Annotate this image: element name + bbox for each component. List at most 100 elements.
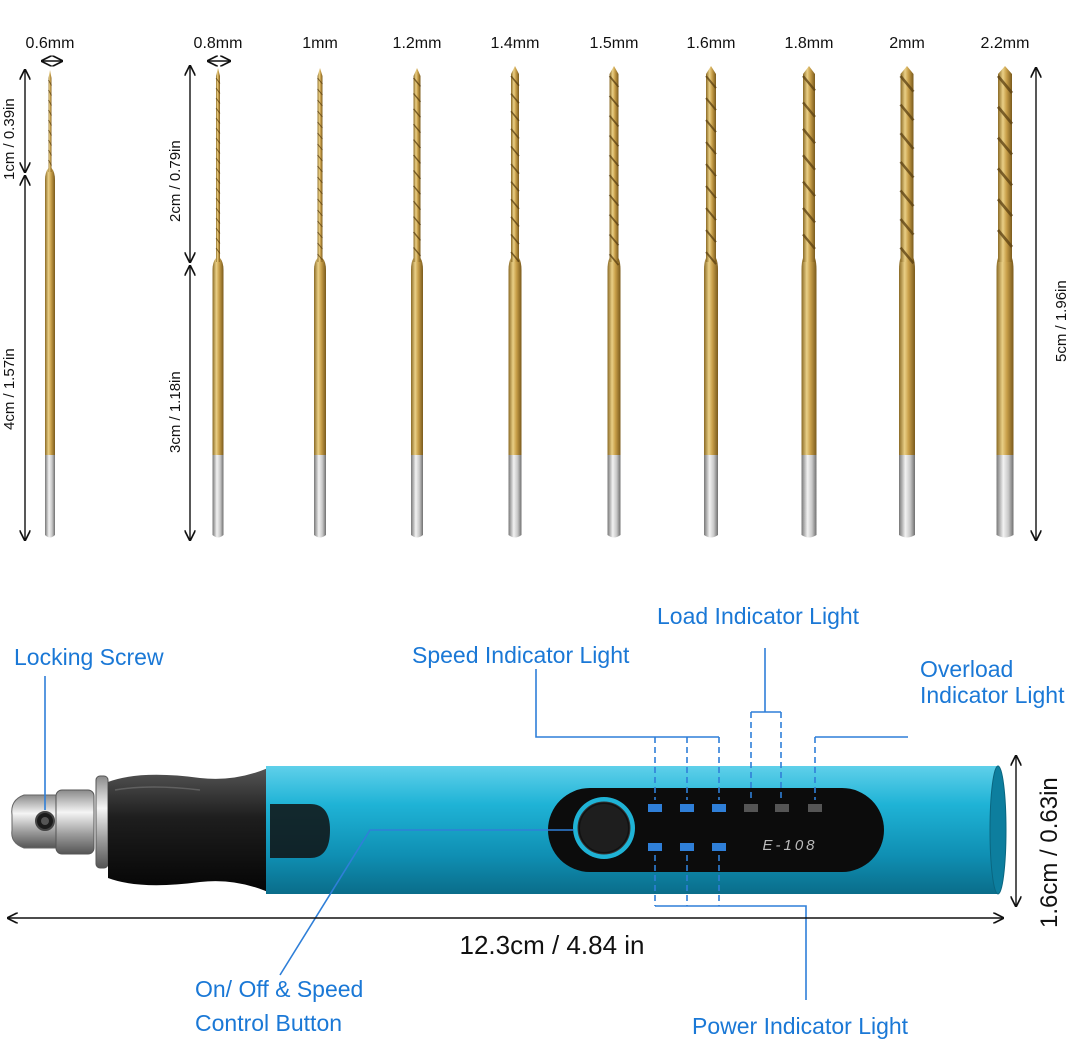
power-indicator-light [648, 843, 662, 851]
flute-spiral [317, 77, 323, 85]
drill-bit [996, 66, 1014, 538]
flute-spiral [317, 99, 323, 107]
flute-spiral [510, 93, 520, 104]
flute-spiral [899, 189, 915, 207]
drill-bit [899, 66, 915, 538]
flute-spiral [705, 229, 717, 243]
flute-spiral [412, 200, 422, 211]
onoff-button-label: On/ Off & Speed [195, 976, 363, 1002]
flute-spiral [608, 75, 620, 88]
flute-spiral [48, 149, 52, 156]
flute-spiral [608, 95, 620, 108]
power-indicator-label: Power Indicator Light [692, 1013, 909, 1039]
drill-bit [45, 70, 55, 538]
drill-bit-end [411, 455, 423, 538]
drill-bit-shank [899, 258, 915, 455]
flute-spiral [510, 75, 520, 87]
overload-indicator-label: Indicator Light [920, 682, 1065, 708]
flute-spiral [412, 77, 422, 87]
drill-bit-flute [317, 68, 323, 262]
flute-spiral [412, 123, 422, 134]
flute-spiral [317, 198, 323, 206]
flute-spiral [215, 127, 221, 134]
flute-spiral [317, 209, 323, 217]
drill-bit [607, 66, 621, 538]
flute-spiral [48, 159, 52, 166]
flute-spiral [802, 180, 816, 197]
drill-bit [411, 68, 423, 538]
drill-bit-flute [706, 66, 716, 262]
drill-bits [45, 66, 1014, 538]
black-grip [108, 768, 268, 892]
flute-spiral [705, 97, 717, 111]
drill-bit-end [607, 455, 621, 538]
flute-spiral [996, 136, 1014, 156]
flute-spiral [48, 139, 52, 146]
model-name: E-108 [762, 837, 817, 854]
flute-spiral [510, 145, 520, 157]
drill-bit [704, 66, 718, 538]
flute-spiral [705, 251, 717, 265]
flute-spiral [215, 167, 221, 174]
total-length-label: 5cm / 1.96in [1053, 280, 1070, 362]
flute-spiral [215, 137, 221, 144]
bit-size-label: 1.4mm [491, 35, 540, 52]
flute-spiral [802, 128, 816, 145]
end-cap [989, 765, 1007, 895]
flute-spiral [802, 154, 816, 171]
flute-spiral [48, 89, 52, 96]
flute-spiral [608, 194, 620, 207]
flute-spiral [996, 167, 1014, 187]
flute-spiral [899, 75, 915, 93]
flute-spiral [48, 79, 52, 86]
flute-spiral [412, 231, 422, 241]
flute-spiral [412, 216, 422, 226]
flute-spiral [899, 132, 915, 150]
speed-indicator-light [680, 804, 694, 812]
flute-spiral [608, 115, 620, 128]
drill-bit-end [801, 455, 817, 538]
flute-spiral [48, 99, 52, 106]
flute-spiral [510, 216, 520, 227]
flute-spiral [608, 174, 620, 187]
flute-spiral [802, 101, 816, 118]
flute-spiral [510, 128, 520, 139]
bit-size-label: 0.6mm [26, 35, 75, 52]
flute-spiral [215, 77, 221, 84]
drill-bit-flute [511, 66, 519, 262]
speed-indicator-label: Speed Indicator Light [412, 642, 630, 668]
drill-bit-shank [704, 258, 718, 455]
flute-spiral [705, 75, 717, 89]
flute-spiral [215, 197, 221, 204]
flute-spiral [412, 169, 422, 180]
flute-spiral [215, 217, 221, 224]
flute-spiral [608, 253, 620, 266]
flute-spiral [705, 185, 717, 199]
flute-spiral [412, 92, 422, 103]
drill-bit [314, 68, 326, 538]
flute-spiral [317, 242, 323, 250]
flute-spiral [215, 97, 221, 104]
drill-bit-end [212, 455, 224, 538]
flute-spiral [510, 163, 520, 175]
flute-spiral [996, 198, 1014, 218]
drill-bit-flute [413, 68, 421, 262]
drill-bit-shank [607, 258, 621, 455]
flute-spiral [899, 103, 915, 122]
speed-indicator-light [712, 804, 726, 812]
chuck-nut [55, 789, 95, 855]
flute-spiral [317, 154, 323, 162]
flute-spiral [317, 187, 323, 195]
flute-spiral [317, 88, 323, 96]
flute-spiral [412, 154, 422, 164]
flute-spiral [996, 229, 1014, 248]
flute-spiral [48, 119, 52, 126]
flute-spiral [899, 218, 915, 236]
flute-spiral [608, 154, 620, 167]
drill-bit-shank [212, 258, 224, 455]
bit06-tip-length: 1cm / 0.39in [1, 98, 18, 180]
flute-spiral [215, 177, 221, 184]
drill-bit [801, 66, 817, 538]
flute-spiral [510, 110, 520, 122]
drill-bit-end [704, 455, 718, 538]
